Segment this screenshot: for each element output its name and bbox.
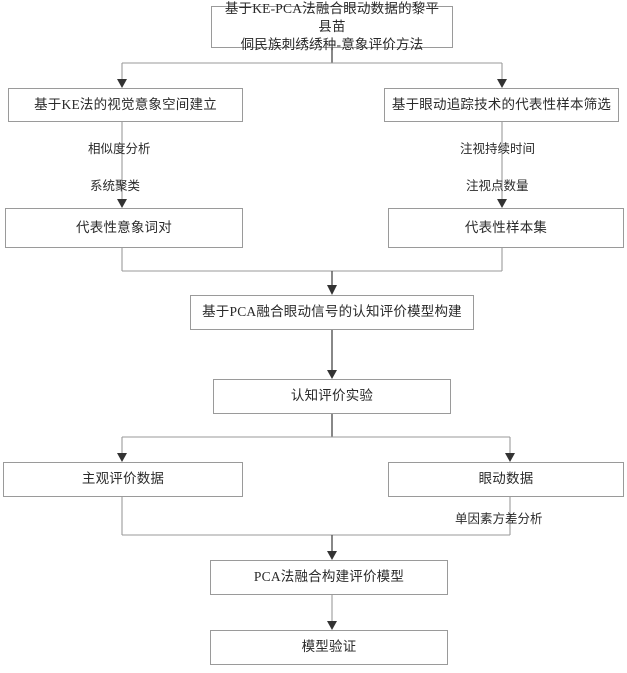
node-cognitive-exp[interactable]: 认知评价实验 (213, 379, 451, 414)
node-root-label: 基于KE-PCA法融合眼动数据的黎平县苗 侗民族刺绣绣种-意象评价方法 (224, 0, 440, 53)
arrowhead-to-pca-model (327, 285, 337, 295)
node-sample-set-label: 代表性样本集 (464, 219, 548, 235)
node-pca-model-label: 基于PCA融合眼动信号的认知评价模型构建 (202, 304, 462, 320)
node-ke-space-label: 基于KE法的视觉意象空间建立 (34, 96, 217, 112)
edge-label-anova: 单因素方差分析 (455, 512, 543, 526)
node-word-pairs-label: 代表性意象词对 (76, 219, 172, 235)
node-eye-data-label: 眼动数据 (478, 471, 534, 487)
node-ke-space[interactable]: 基于KE法的视觉意象空间建立 (8, 88, 243, 122)
node-pca-build-label: PCA法融合构建评价模型 (253, 569, 405, 585)
node-subjective-data-label: 主观评价数据 (81, 471, 165, 487)
edge-label-clustering: 系统聚类 (90, 179, 141, 193)
node-eye-screen[interactable]: 基于眼动追踪技术的代表性样本筛选 (384, 88, 619, 122)
arrowhead-to-sample-set (497, 199, 507, 208)
arrowhead-to-subjective-data (117, 453, 127, 462)
node-word-pairs[interactable]: 代表性意象词对 (5, 208, 243, 248)
arrowhead-to-eye-data (505, 453, 515, 462)
node-eye-data[interactable]: 眼动数据 (388, 462, 624, 497)
node-cognitive-exp-label: 认知评价实验 (290, 388, 374, 404)
arrowhead-to-cognitive-exp (327, 370, 337, 379)
node-model-verify-label: 模型验证 (301, 639, 357, 655)
node-subjective-data[interactable]: 主观评价数据 (3, 462, 243, 497)
node-eye-screen-label: 基于眼动追踪技术的代表性样本筛选 (391, 96, 612, 112)
node-model-verify[interactable]: 模型验证 (210, 630, 448, 665)
node-pca-model[interactable]: 基于PCA融合眼动信号的认知评价模型构建 (190, 295, 474, 330)
node-sample-set[interactable]: 代表性样本集 (388, 208, 624, 248)
edge-label-similarity: 相似度分析 (88, 142, 151, 156)
arrowhead-to-model-verify (327, 621, 337, 630)
arrowhead-to-ke-space (117, 79, 127, 88)
edge-label-fixation-count: 注视点数量 (466, 179, 529, 193)
arrowhead-to-eye-screen (497, 79, 507, 88)
arrowhead-to-word-pairs (117, 199, 127, 208)
edge-label-fixation-duration: 注视持续时间 (460, 142, 536, 156)
arrowhead-to-pca-build (327, 551, 337, 560)
node-root[interactable]: 基于KE-PCA法融合眼动数据的黎平县苗 侗民族刺绣绣种-意象评价方法 (211, 1, 453, 52)
node-pca-build[interactable]: PCA法融合构建评价模型 (210, 560, 448, 595)
